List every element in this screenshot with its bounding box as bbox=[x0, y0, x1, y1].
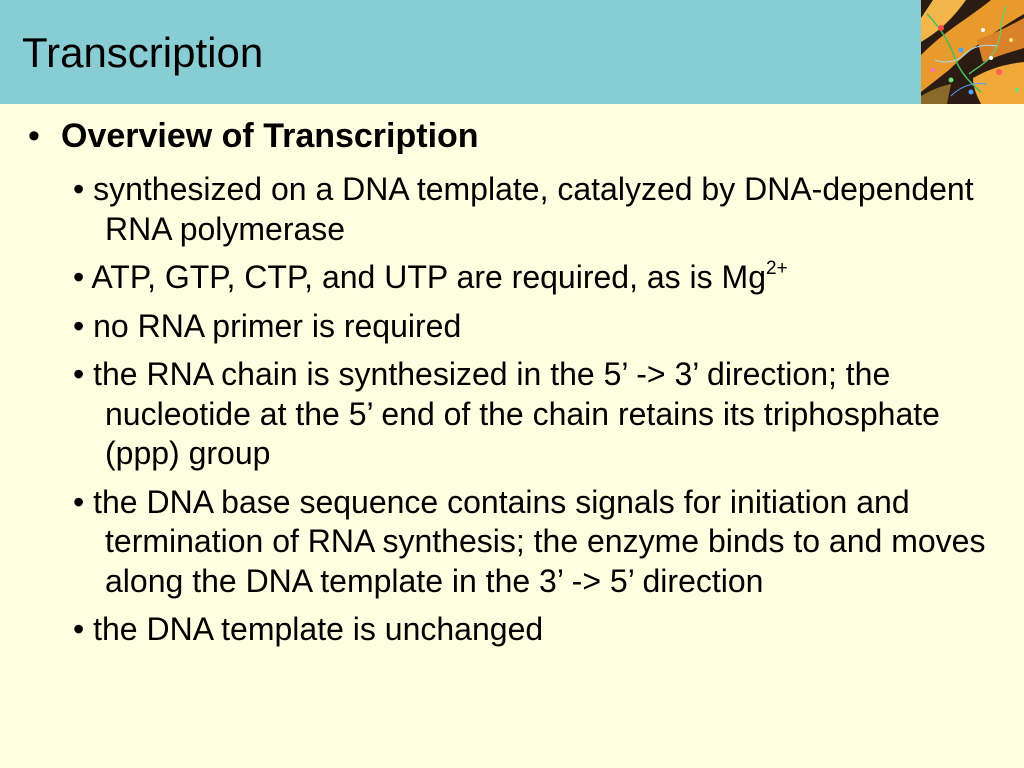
bullet-glyph: • bbox=[28, 117, 40, 155]
sub-bullet-nucleotides: • ATP, GTP, CTP, and UTP are required, a… bbox=[73, 258, 998, 298]
main-bullet: • Overview of Transcription bbox=[28, 116, 479, 156]
section-heading: Overview of Transcription bbox=[61, 117, 479, 155]
sub-bullet-no-primer: • no RNA primer is required bbox=[73, 307, 998, 347]
sub-bullet-chain-direction: • the RNA chain is synthesized in the 5’… bbox=[73, 355, 998, 474]
sub-bullet-text: • ATP, GTP, CTP, and UTP are required, a… bbox=[73, 259, 766, 295]
molecule-image bbox=[921, 0, 1024, 104]
magnesium-charge-superscript: 2+ bbox=[766, 258, 788, 279]
slide-title: Transcription bbox=[22, 29, 264, 76]
sub-bullet-text: • the DNA base sequence contains signals… bbox=[73, 483, 986, 599]
sub-bullet-signals: • the DNA base sequence contains signals… bbox=[73, 483, 998, 602]
title-bar: Transcription bbox=[0, 0, 1024, 104]
sub-bullet-text: • the RNA chain is synthesized in the 5’… bbox=[73, 356, 940, 471]
molecule-illustration bbox=[921, 0, 1024, 104]
sub-bullet-template-catalyst: • synthesized on a DNA template, catalyz… bbox=[73, 170, 998, 249]
sub-bullet-text: • synthesized on a DNA template, catalyz… bbox=[73, 171, 974, 247]
sub-bullet-template-unchanged: • the DNA template is unchanged bbox=[73, 610, 998, 650]
slide-body: • Overview of Transcription • synthesized… bbox=[0, 104, 1024, 768]
sub-bullet-list: • synthesized on a DNA template, catalyz… bbox=[73, 170, 998, 659]
sub-bullet-text: • no RNA primer is required bbox=[73, 307, 462, 344]
sub-bullet-text: • the DNA template is unchanged bbox=[73, 611, 544, 647]
